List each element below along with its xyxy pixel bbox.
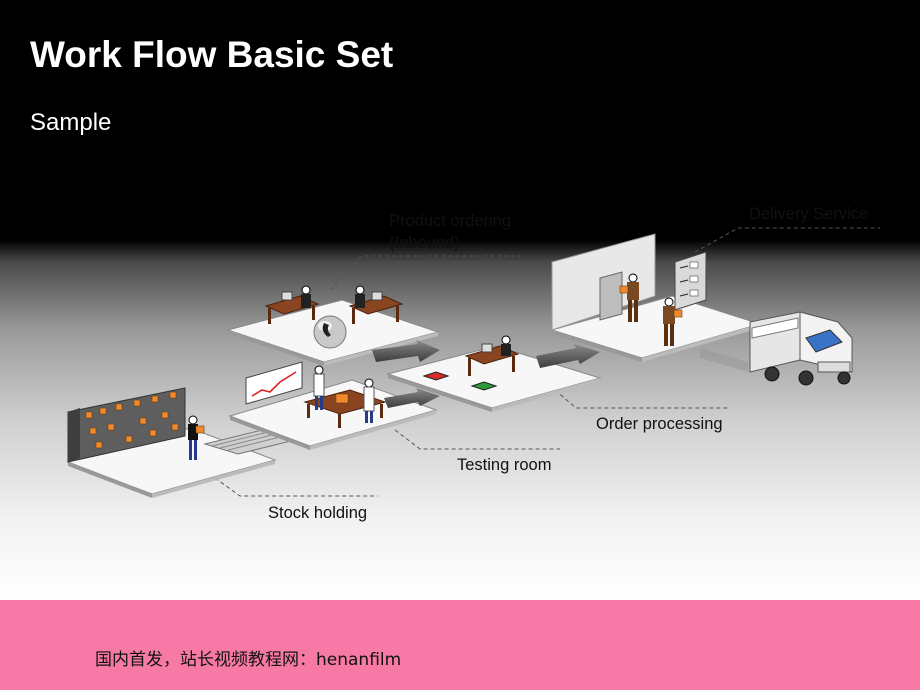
ordering-desk-right <box>348 285 404 324</box>
slide-background <box>0 0 920 600</box>
chart-board <box>245 361 303 405</box>
order-processing-platform <box>386 335 602 412</box>
delivery-van <box>700 311 853 386</box>
flow-arrow-ordering-to-processing <box>372 340 440 362</box>
slide-subtitle: Sample <box>30 109 112 136</box>
stock-worker <box>188 415 205 460</box>
delivery-service-platform <box>550 233 762 362</box>
label-product-ordering: Product ordering <box>389 212 511 230</box>
slide-title: Work Flow Basic Set <box>30 34 394 75</box>
green-pad <box>470 381 498 391</box>
label-testing-room: Testing room <box>457 456 552 474</box>
ordering-desk-left <box>264 285 320 324</box>
footer-bar <box>0 600 920 690</box>
leader-lines <box>214 227 880 497</box>
label-order-processing: Order processing <box>596 415 723 433</box>
label-delivery-service: Delivery Service <box>749 205 869 223</box>
conveyor-ramp <box>203 429 297 455</box>
delivery-board <box>674 251 707 311</box>
footer-text: 国内首发，站长视频教程网：henanfilm <box>95 650 402 670</box>
flow-arrow-processing-to-delivery <box>536 344 600 368</box>
courier-figures <box>619 273 683 346</box>
testing-staff <box>313 365 375 423</box>
processing-desk <box>464 335 520 376</box>
workflow-diagram <box>66 227 880 498</box>
testing-room-platform <box>228 361 438 450</box>
phone-icon <box>313 315 347 349</box>
storage-shelf <box>67 387 186 463</box>
label-product-ordering-inbound: (Inbound) <box>389 234 460 252</box>
flow-arrow-testing-to-processing <box>384 388 440 408</box>
label-stock-holding: Stock holding <box>268 504 368 522</box>
red-pad <box>422 371 450 381</box>
